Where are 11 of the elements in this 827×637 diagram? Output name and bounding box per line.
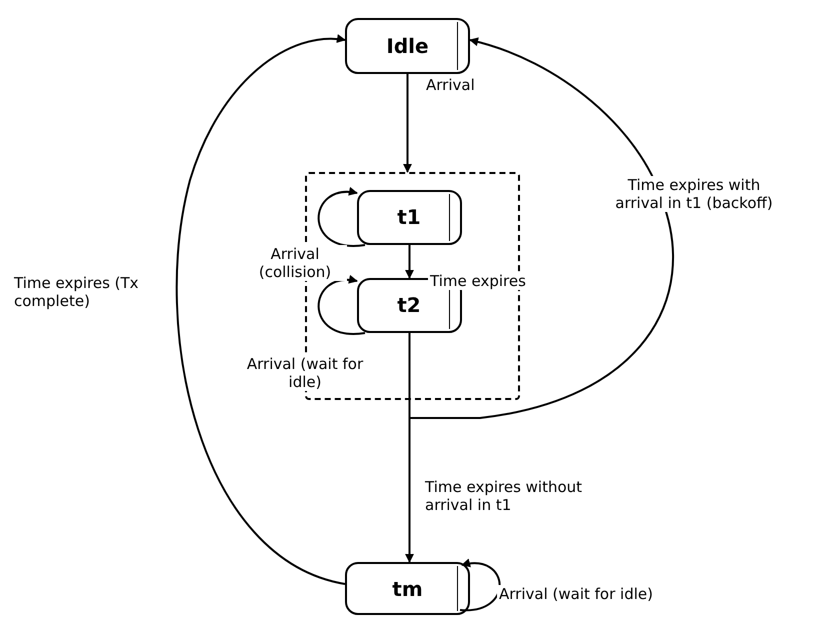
arrow bbox=[403, 74, 412, 173]
arrow bbox=[318, 188, 366, 247]
arrow bbox=[460, 559, 501, 611]
arrow bbox=[318, 276, 366, 335]
state-box: tm bbox=[345, 562, 470, 615]
state-box: Idle bbox=[345, 18, 470, 74]
arrow bbox=[408, 38, 674, 419]
state-box: t1 bbox=[356, 190, 462, 244]
arrow bbox=[405, 333, 414, 563]
arrow bbox=[176, 34, 346, 585]
arrow bbox=[405, 245, 414, 279]
